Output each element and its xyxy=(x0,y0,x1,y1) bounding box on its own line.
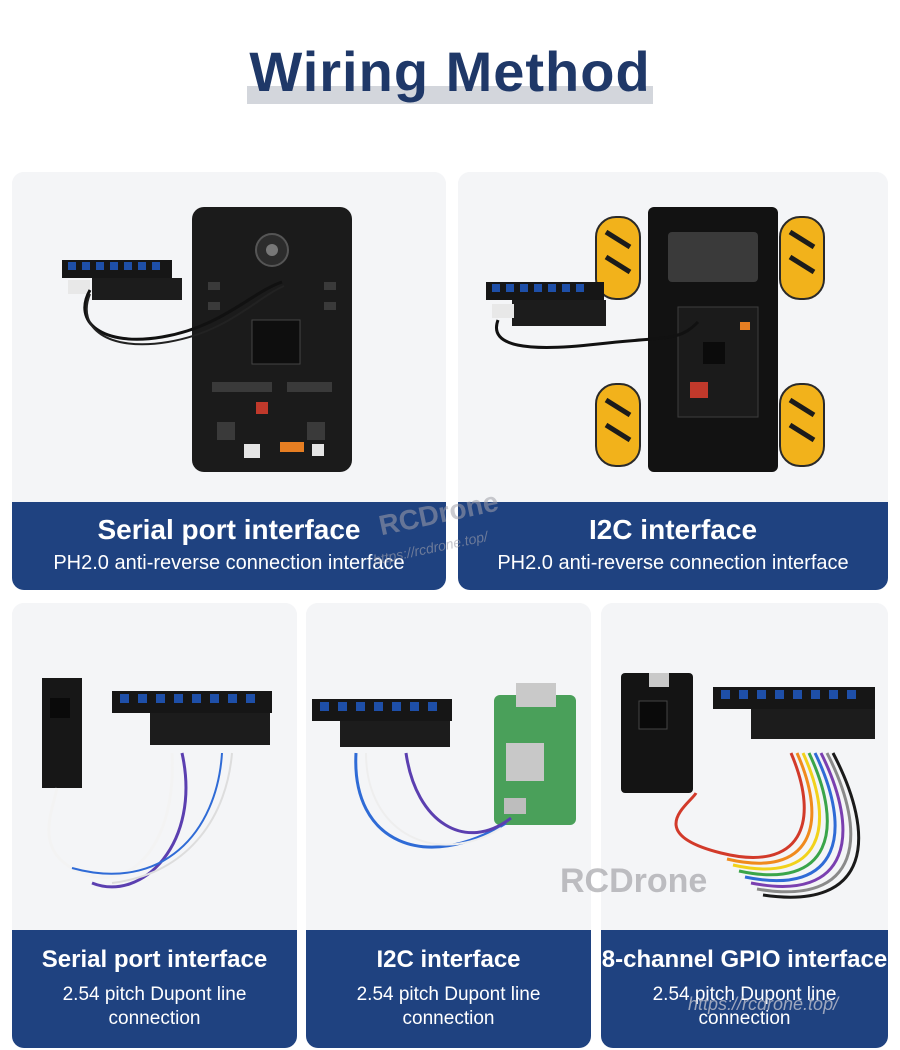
panel-subtitle-line2: connection xyxy=(698,1008,791,1029)
panel-title: I2C interface xyxy=(376,946,521,973)
panel-serial-ph20: Serial port interface PH2.0 anti-reverse… xyxy=(12,172,446,590)
gpio-board-photo xyxy=(601,603,888,930)
panel-title: I2C interface xyxy=(588,514,758,545)
panel-subtitle: PH2.0 anti-reverse connection interface xyxy=(497,552,849,574)
caption: I2C interface 2.54 pitch Dupont line con… xyxy=(306,930,591,1048)
panel-i2c-ph20: I2C interface PH2.0 anti-reverse connect… xyxy=(458,172,888,590)
caption: Serial port interface 2.54 pitch Dupont … xyxy=(12,930,297,1048)
caption: 8-channel GPIO interface 2.54 pitch Dupo… xyxy=(601,930,888,1048)
panel-serial-dupont: Serial port interface 2.54 pitch Dupont … xyxy=(12,603,297,1048)
i2c-car-photo xyxy=(458,172,888,502)
header: Wiring Method xyxy=(0,44,900,104)
panel-title: Serial port interface xyxy=(97,514,361,545)
panel-title: Serial port interface xyxy=(41,946,268,973)
page-title: Wiring Method xyxy=(247,44,653,104)
panel-gpio-dupont: 8-channel GPIO interface 2.54 pitch Dupo… xyxy=(601,603,888,1048)
panel-title: 8-channel GPIO interface xyxy=(601,946,888,973)
panel-subtitle: PH2.0 anti-reverse connection interface xyxy=(53,552,405,574)
panel-subtitle-line1: 2.54 pitch Dupont line xyxy=(62,984,247,1005)
panel-i2c-dupont: I2C interface 2.54 pitch Dupont line con… xyxy=(306,603,591,1048)
serial-board-photo xyxy=(12,172,446,502)
panel-subtitle-line1: 2.54 pitch Dupont line xyxy=(652,984,837,1005)
panel-subtitle-line2: connection xyxy=(108,1008,201,1029)
panel-subtitle-line2: connection xyxy=(402,1008,495,1029)
caption: Serial port interface PH2.0 anti-reverse… xyxy=(12,502,446,590)
page-title-text: Wiring Method xyxy=(249,40,651,103)
i2c-raspberry-photo xyxy=(306,603,591,930)
caption: I2C interface PH2.0 anti-reverse connect… xyxy=(458,502,888,590)
serial-dupont-photo xyxy=(12,603,297,930)
panel-subtitle-line1: 2.54 pitch Dupont line xyxy=(356,984,541,1005)
